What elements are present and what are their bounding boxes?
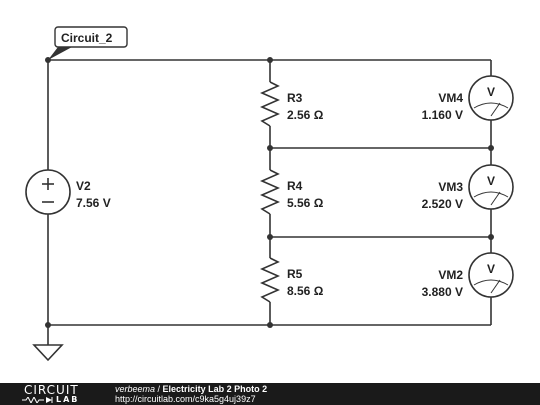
voltmeter-vm3-scale [473, 191, 509, 198]
voltmeter-vm3-value: 2.520 V [422, 197, 463, 211]
voltmeter-vm2-scale [473, 279, 509, 286]
net-label-text: Circuit_2 [61, 31, 113, 45]
voltmeter-vm2-name: VM2 [438, 268, 463, 282]
junction-dot [267, 145, 273, 151]
resistor-r4-symbol [260, 169, 280, 215]
caption-separator: / [155, 384, 163, 394]
footer-bar: CIRCUIT LAB verbeema / Electricity Lab 2… [0, 383, 540, 405]
schematic-title[interactable]: Electricity Lab 2 Photo 2 [162, 384, 268, 394]
ground-icon [32, 344, 64, 362]
resistor-r5-value: 8.56 Ω [287, 284, 324, 298]
voltmeter-vm3-needle [490, 191, 501, 206]
author-link[interactable]: verbeema [115, 384, 156, 394]
voltmeter-vm4-name: VM4 [438, 91, 463, 105]
junction-dot [267, 234, 273, 240]
junction-dot [45, 322, 51, 328]
resistor-r3-symbol [260, 81, 280, 127]
resistor-r5-symbol [260, 257, 280, 303]
circuit-schematic: Circuit_2 V2 7.56 V R3 2.56 Ω R4 5.56 Ω … [25, 26, 514, 362]
resistor-r3-value: 2.56 Ω [287, 108, 324, 122]
voltmeter-vm4-scale [473, 102, 509, 109]
resistor-r4-value: 5.56 Ω [287, 196, 324, 210]
junction-dot [488, 145, 494, 151]
junction-dot [267, 322, 273, 328]
schematic-url[interactable]: http://circuitlab.com/c9ka5g4uj39z7 [115, 394, 256, 404]
logo-wave-icon [22, 397, 53, 403]
voltmeter-vm3-symbol [468, 164, 514, 210]
voltmeter-vm4-value: 1.160 V [422, 108, 463, 122]
source-value-label: 7.56 V [76, 196, 111, 210]
net-label-tag: Circuit_2 [48, 26, 128, 60]
voltage-source-symbol [25, 169, 71, 215]
voltmeter-vm2-value: 3.880 V [422, 285, 463, 299]
voltmeter-vm3-name: VM3 [438, 180, 463, 194]
source-name-label: V2 [76, 179, 91, 193]
circuitlab-logo-lab: LAB [56, 395, 80, 404]
resistor-r3-name: R3 [287, 91, 303, 105]
voltmeter-vm4-glyph: V [487, 85, 495, 99]
resistor-r5-name: R5 [287, 267, 303, 281]
voltmeter-vm2-symbol [468, 252, 514, 298]
junction-dot [488, 234, 494, 240]
voltmeter-vm2-needle [490, 279, 501, 294]
footer-caption: verbeema / Electricity Lab 2 Photo 2 [115, 384, 267, 394]
voltmeter-vm2-glyph: V [487, 262, 495, 276]
circuitlab-logo[interactable]: CIRCUIT [24, 383, 79, 397]
resistor-r4-name: R4 [287, 179, 303, 193]
voltmeter-vm3-glyph: V [487, 174, 495, 188]
junction-dot [267, 57, 273, 63]
voltmeter-vm4-needle [490, 102, 501, 117]
voltmeter-vm4-symbol [468, 75, 514, 121]
